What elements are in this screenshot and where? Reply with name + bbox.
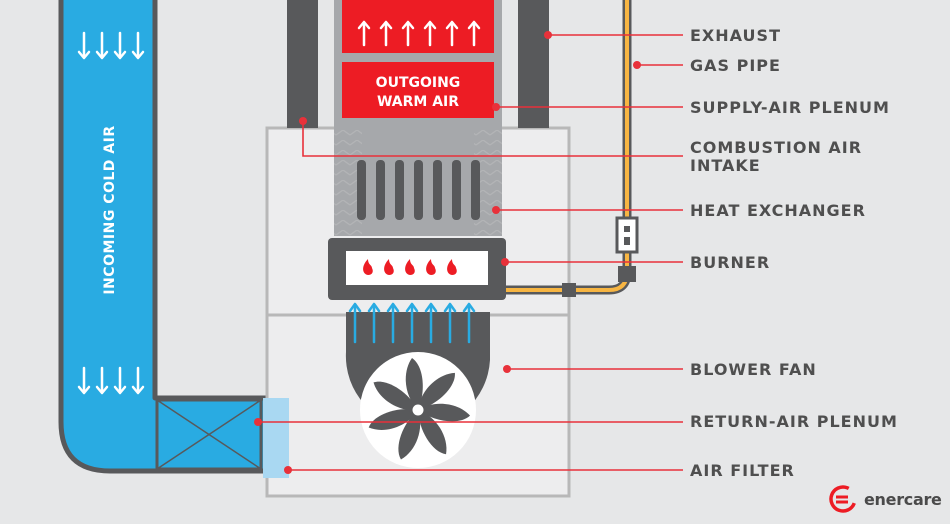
arrow-up-icon <box>348 302 476 344</box>
arrow-down-icon <box>77 31 145 60</box>
outgoing-warm-air-line1: OUTGOING <box>376 75 461 91</box>
heat-exchanger <box>334 128 502 236</box>
label-gas-pipe: GAS PIPE <box>690 56 781 75</box>
label-burner: BURNER <box>690 253 771 272</box>
leader-lines <box>258 34 683 471</box>
leader-combustion-air-intake <box>302 121 683 157</box>
air-filter <box>263 398 289 478</box>
label-exhaust: EXHAUST <box>690 26 781 45</box>
enercare-logo-icon <box>829 485 857 513</box>
gas-valve-icon <box>615 216 639 254</box>
label-air-filter: AIR FILTER <box>690 461 795 480</box>
combustion-air-intake-pipe <box>287 0 318 128</box>
label-blower-fan: BLOWER FAN <box>690 360 817 379</box>
arrow-down-icon <box>77 366 145 395</box>
outgoing-warm-air-line2: WARM AIR <box>377 94 459 110</box>
brand-name: enercare <box>864 489 942 509</box>
flame-icon <box>363 259 457 275</box>
brand-logo: enercare <box>828 484 942 514</box>
leader-dots <box>254 31 641 474</box>
label-combustion-air-intake: COMBUSTION AIR INTAKE <box>690 139 862 175</box>
label-return-air-plenum: RETURN-AIR PLENUM <box>690 412 898 431</box>
return-air-plenum <box>155 398 263 471</box>
incoming-cold-air-label: INCOMING COLD AIR <box>102 125 118 294</box>
arrow-up-icon <box>357 20 481 47</box>
label-combustion-air-intake-line1: COMBUSTION AIR <box>690 138 863 157</box>
label-heat-exchanger: HEAT EXCHANGER <box>690 201 866 220</box>
label-combustion-air-intake-line2: INTAKE <box>690 156 761 175</box>
gas-pipe <box>506 0 636 297</box>
supply-air-plenum <box>334 0 502 128</box>
label-supply-air-plenum: SUPPLY-AIR PLENUM <box>690 98 890 117</box>
fan-icon <box>360 352 476 468</box>
burner <box>328 238 506 300</box>
exhaust-pipe <box>518 0 549 128</box>
